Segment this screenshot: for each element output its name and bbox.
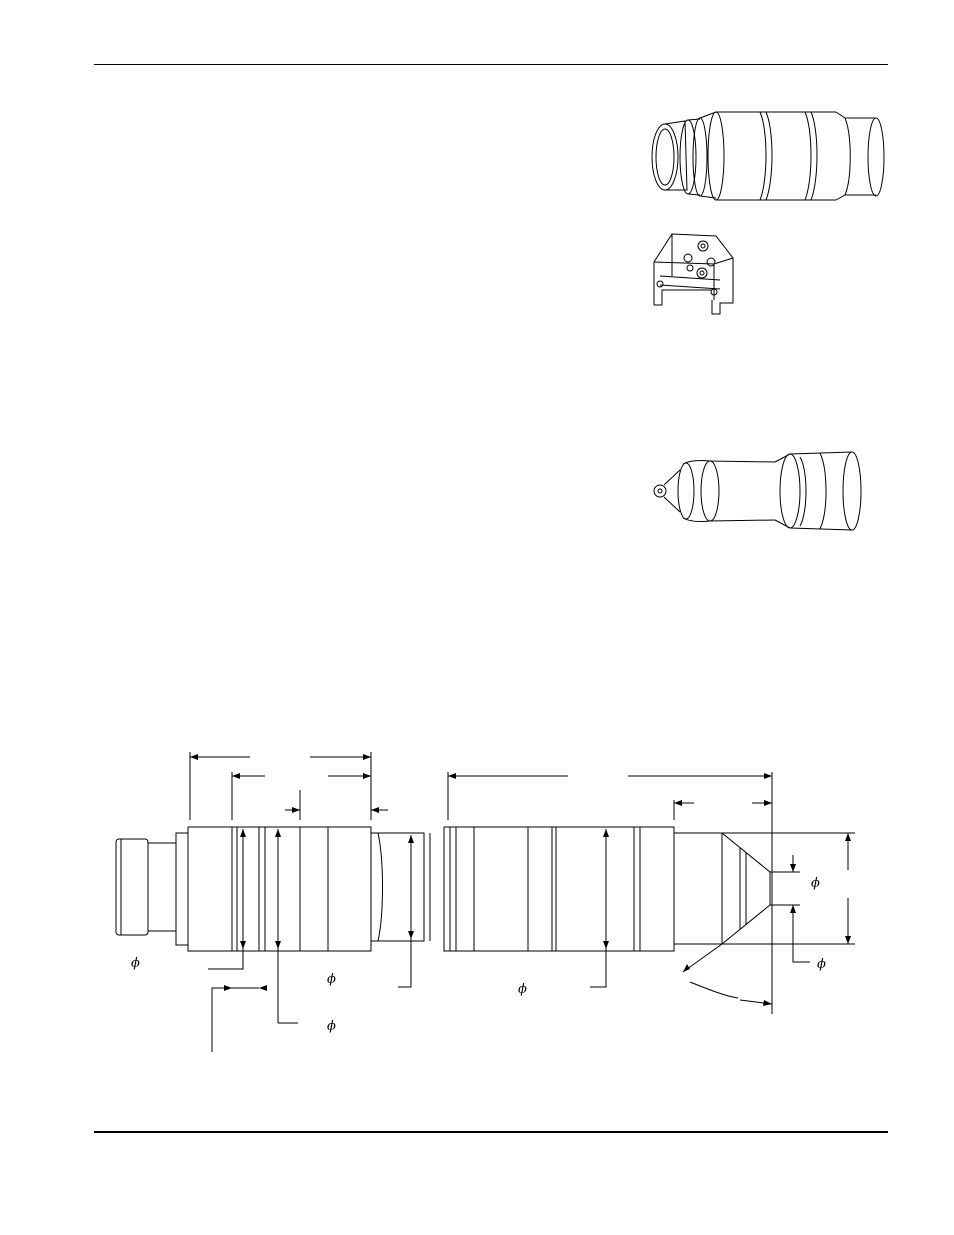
diameter-symbol: ϕ [327,972,336,987]
torch-dimension-drawing [115,752,855,1052]
retaining-cap-illustration [651,111,885,201]
diameter-symbol: ϕ [817,957,826,972]
footer-rule [94,1131,888,1133]
diameter-symbol: ϕ [327,1019,336,1034]
diameter-symbol: ϕ [518,982,527,997]
diameter-symbols: ϕ ϕ ϕ ϕ ϕ ϕ [131,876,826,1034]
diameter-symbol: ϕ [811,876,820,891]
header-rule [94,64,888,65]
nozzle-illustration [653,451,862,531]
bracket-illustration [653,233,734,315]
diameter-symbol: ϕ [131,956,140,971]
dimension-arrowheads [190,754,851,1006]
